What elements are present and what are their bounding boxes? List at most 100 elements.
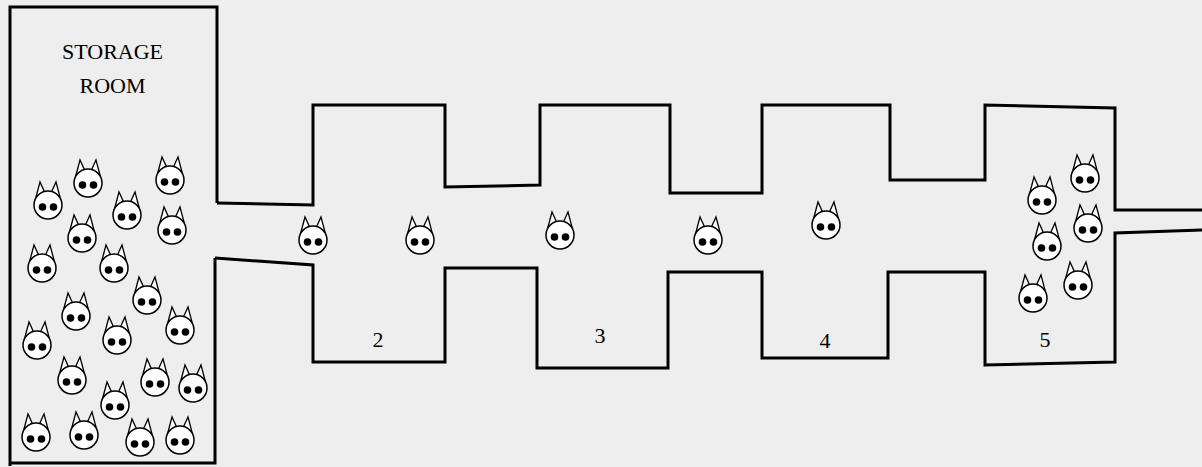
creature-eye <box>1080 283 1088 291</box>
creature <box>299 217 327 254</box>
creature-eye <box>86 433 94 441</box>
creature-eye <box>1024 296 1032 304</box>
creature-eye <box>146 380 154 388</box>
creature-eye <box>1079 226 1087 234</box>
creature-eye <box>171 328 179 336</box>
creature <box>62 293 90 330</box>
creature <box>28 245 56 282</box>
creature <box>406 217 434 254</box>
creature-face <box>179 374 207 402</box>
creature-eye <box>33 266 41 274</box>
room-name: STORAGE ROOM <box>33 9 193 103</box>
creature-face <box>58 366 86 394</box>
creature-eye <box>39 203 47 211</box>
creature-face <box>34 191 62 219</box>
creature <box>23 322 51 359</box>
creature-eye <box>28 343 36 351</box>
creature-eye <box>182 438 190 446</box>
creatures <box>22 155 1102 456</box>
creature <box>179 365 207 402</box>
creature-eye <box>828 223 836 231</box>
creature-eye <box>119 338 127 346</box>
creature-face <box>141 368 169 396</box>
creature-eye <box>1090 226 1098 234</box>
creature-eye <box>108 338 116 346</box>
creature-eye <box>161 178 169 186</box>
creature <box>141 359 169 396</box>
creature-eye <box>118 213 126 221</box>
creature-eye <box>1044 198 1052 206</box>
creature-eye <box>106 403 114 411</box>
creature-eye <box>138 298 146 306</box>
creature <box>166 307 194 344</box>
creature <box>22 414 50 451</box>
creature <box>694 217 722 254</box>
creature-eye <box>116 266 124 274</box>
creature-eye <box>1035 296 1043 304</box>
creature-eye <box>67 314 75 322</box>
chamber-number: 2 <box>373 327 384 353</box>
creature-face <box>126 428 154 456</box>
creature-eye <box>1038 244 1046 252</box>
creature-face <box>406 226 434 254</box>
creature-eye <box>422 238 430 246</box>
creature <box>100 245 128 282</box>
creature-face <box>68 224 96 252</box>
creature-face <box>166 426 194 454</box>
creature-eye <box>27 435 35 443</box>
creature-face <box>23 331 51 359</box>
creature-face <box>1064 271 1092 299</box>
creature-eye <box>131 440 139 448</box>
creature-eye <box>74 378 82 386</box>
creature-face <box>100 254 128 282</box>
creature <box>103 317 131 354</box>
creature <box>113 192 141 229</box>
creature <box>1064 262 1092 299</box>
creature-eye <box>75 433 83 441</box>
creature-face <box>158 216 186 244</box>
creature-eye <box>304 238 312 246</box>
creature <box>158 207 186 244</box>
creature-face <box>1028 186 1056 214</box>
creature-face <box>22 423 50 451</box>
creature-eye <box>142 440 150 448</box>
creature-eye <box>129 213 137 221</box>
creature-face <box>812 211 840 239</box>
creature <box>1033 223 1061 260</box>
creature-face <box>1071 164 1099 192</box>
creature-eye <box>1033 198 1041 206</box>
chamber-number: 5 <box>1040 327 1051 353</box>
creature-eye <box>172 178 180 186</box>
creature <box>133 277 161 314</box>
creature-eye <box>157 380 165 388</box>
creature-eye <box>710 238 718 246</box>
creature-eye <box>184 386 192 394</box>
creature-eye <box>1049 244 1057 252</box>
chamber-number: 3 <box>595 323 606 349</box>
creature <box>126 419 154 456</box>
creature-face <box>1033 232 1061 260</box>
creature-eye <box>817 223 825 231</box>
creature-eye <box>171 438 179 446</box>
creature <box>70 412 98 449</box>
creature-eye <box>163 228 171 236</box>
creature-eye <box>195 386 203 394</box>
creature-face <box>546 221 574 249</box>
creature-face <box>74 169 102 197</box>
creature-eye <box>699 238 707 246</box>
creature-eye <box>44 266 52 274</box>
creature-eye <box>1087 176 1095 184</box>
creature-eye <box>105 266 113 274</box>
creature <box>1028 177 1056 214</box>
creature-face <box>62 302 90 330</box>
creature <box>74 160 102 197</box>
chamber-number: 4 <box>820 328 831 354</box>
creature <box>166 417 194 454</box>
creature-eye <box>551 233 559 241</box>
creature-eye <box>38 435 46 443</box>
creature-face <box>299 226 327 254</box>
creature-face <box>70 421 98 449</box>
creature-eye <box>1076 176 1084 184</box>
creature-face <box>113 201 141 229</box>
